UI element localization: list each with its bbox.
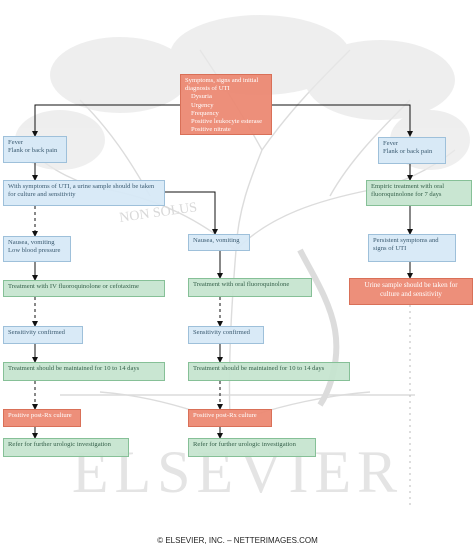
- root-item: Dysuria: [191, 93, 212, 101]
- root-item: Positive leukocyte esterase: [191, 118, 263, 126]
- left-sensitivity-node: Sensitivity confirmed: [3, 326, 83, 344]
- root-item: Frequency: [191, 109, 219, 117]
- left-iv-treatment-node: Treatment with IV fluoroquinolone or cef…: [3, 280, 165, 297]
- right-urine-sample-node: Urine sample should be taken for culture…: [349, 278, 473, 305]
- left-refer-node: Refer for further urologic investigation: [3, 438, 129, 457]
- root-item: Urgency: [191, 101, 214, 109]
- right-persistent-node: Persistent symptoms and signs of UTI: [368, 234, 456, 262]
- left-maintain-node: Treatment should be maintained for 10 to…: [3, 362, 165, 381]
- root-symptoms-node: Symptoms, signs and initial diagnosis of…: [180, 74, 272, 135]
- right-fever-node: Fever Flank or back pain: [378, 137, 446, 164]
- left-nausea-low-bp-node: Nausea, vomiting Low blood pressure: [3, 236, 71, 262]
- mid-positive-culture-node: Positive post-Rx culture: [188, 409, 272, 427]
- left-fever-node: Fever Flank or back pain: [3, 136, 67, 163]
- mid-maintain-node: Treatment should be maintained for 10 to…: [188, 362, 350, 381]
- right-empiric-node: Empiric treatment with oral fluoroquinol…: [366, 180, 472, 206]
- mid-oral-treatment-node: Treatment with oral fluoroquinolone: [188, 278, 312, 297]
- left-positive-culture-node: Positive post-Rx culture: [3, 409, 81, 427]
- mid-refer-node: Refer for further urologic investigation: [188, 438, 316, 457]
- copyright-footer: © ELSEVIER, INC. – NETTERIMAGES.COM: [157, 536, 318, 545]
- root-item: Positive nitrate: [191, 126, 231, 134]
- mid-sensitivity-node: Sensitivity confirmed: [188, 326, 264, 344]
- left-urine-sample-node: With symptoms of UTI, a urine sample sho…: [3, 180, 165, 206]
- mid-nausea-node: Nausea, vomiting: [188, 234, 250, 251]
- root-title: Symptoms, signs and initial diagnosis of…: [185, 77, 259, 93]
